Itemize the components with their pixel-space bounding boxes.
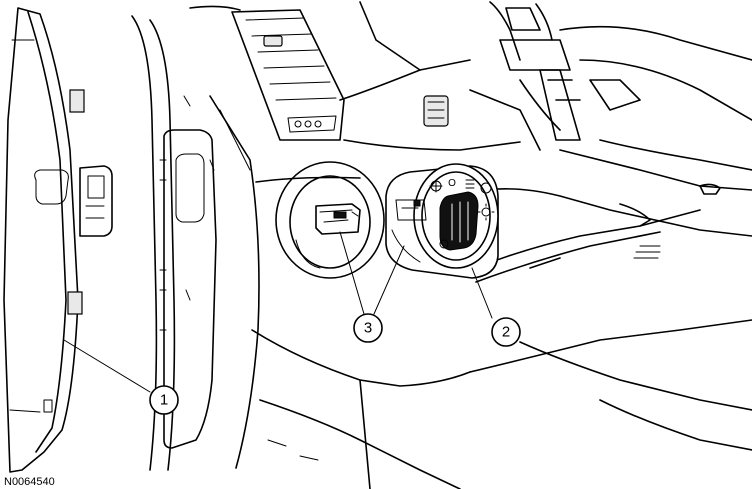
leader-lines [63, 231, 493, 393]
switch-opening [275, 161, 385, 279]
steering-column [469, 1, 752, 195]
side-trim-panel [3, 7, 113, 473]
headlamp-icon [480, 182, 492, 194]
electrical-connector [315, 203, 361, 235]
headlamp-switch: O [385, 163, 499, 279]
leader-line-3b [373, 245, 405, 315]
leader-line-2 [471, 267, 493, 319]
parking-lamp-icon [465, 179, 475, 189]
callout-1-number: 1 [160, 392, 168, 409]
callout-3-number: 3 [364, 320, 372, 337]
rotary-knob [439, 191, 479, 251]
lower-instrument-panel [251, 176, 752, 489]
instrument-panel-trim [131, 15, 260, 471]
callout-3: 3 [353, 313, 383, 343]
auto-lamp-icon [481, 207, 491, 217]
air-vent [189, 1, 521, 151]
callout-2: 2 [491, 317, 521, 347]
panel-clip-upper [69, 89, 85, 113]
off-icon: O [448, 178, 456, 189]
callout-2-number: 2 [502, 324, 510, 341]
panel-clip-lower [67, 291, 83, 315]
rear-fog-lamp-icon [439, 239, 449, 249]
callout-1: 1 [149, 385, 179, 415]
vent-knob [263, 35, 283, 47]
leader-line-3a [339, 231, 365, 315]
figure-id: N0064540 [4, 476, 55, 488]
leader-line-1 [63, 339, 151, 393]
